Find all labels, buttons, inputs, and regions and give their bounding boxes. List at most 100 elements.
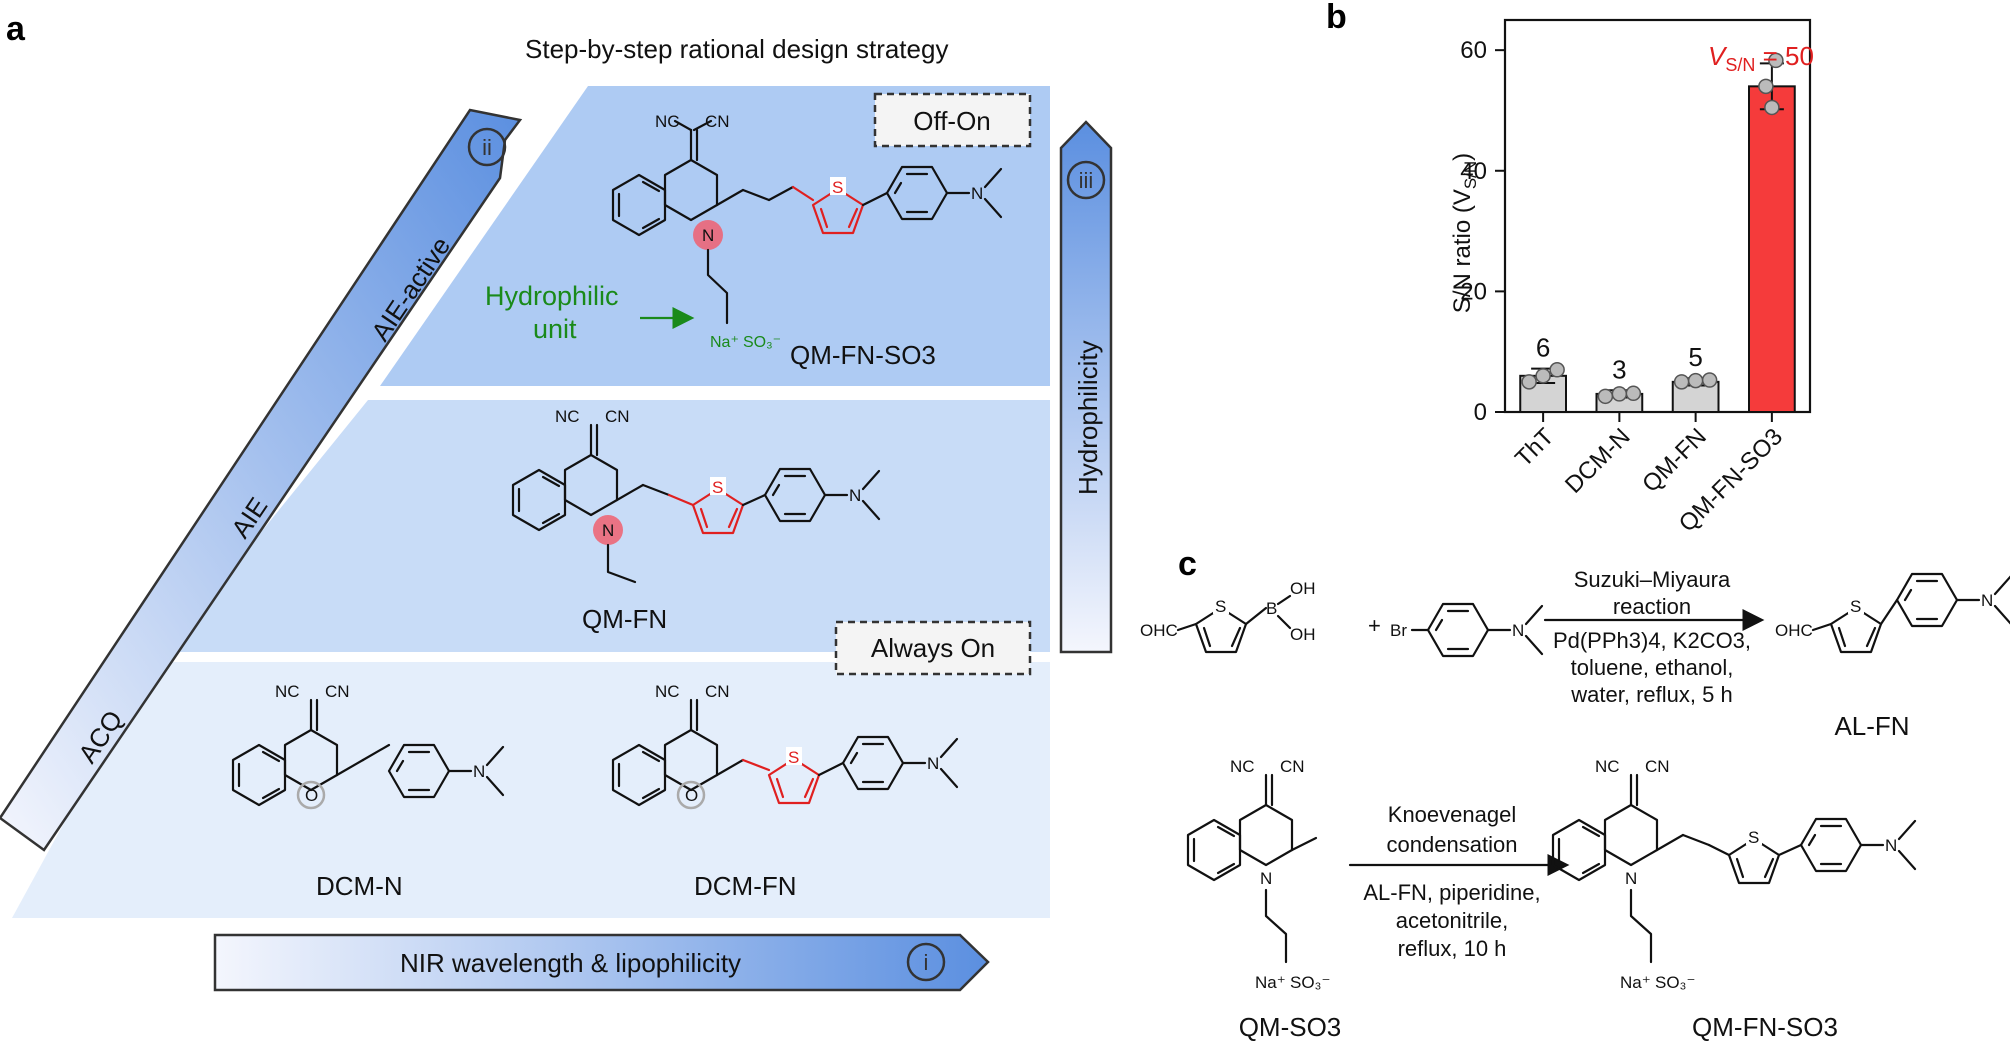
y-tick-label: 60 (1460, 37, 1487, 64)
structure-qm-fn-so3-product: NC CN N Na⁺ SO₃⁻ (1551, 757, 1917, 992)
bar-qm-fn-so3 (1748, 85, 1796, 413)
structure-dcm-n: O NC CN (231, 682, 505, 810)
rxn2-cond-bot-3: reflux, 10 h (1398, 936, 1507, 961)
data-point (1535, 368, 1551, 384)
structure-dcm-fn: O NC CN (611, 682, 959, 810)
data-label: 6 (1536, 333, 1550, 363)
data-label: 3 (1612, 354, 1626, 384)
arrow-aie-num: ii (482, 135, 492, 160)
rxn2-cond-bot-2: acetonitrile, (1396, 908, 1509, 933)
svg-text:CN: CN (705, 112, 730, 131)
arrow-hydro-num: iii (1079, 168, 1094, 193)
label-dcm-n: DCM-N (316, 871, 403, 901)
structure-qm-so3: NC CN N Na⁺ SO₃⁻ (1186, 757, 1330, 992)
rxn2-cond-bot-1: AL-FN, piperidine, (1363, 880, 1540, 905)
svg-text:Na⁺: Na⁺ (1620, 973, 1651, 992)
data-point (1687, 372, 1704, 389)
rxn2-cond-top-2: condensation (1387, 832, 1518, 857)
svg-text:NC: NC (655, 682, 680, 701)
chart-annotation: VS/N = 50 (1708, 41, 1814, 75)
svg-text:O: O (305, 786, 318, 805)
arrow-aie-num-circle (467, 127, 507, 167)
label-qm-fn-so3: QM-FN-SO3 (790, 340, 936, 370)
svg-text:CN: CN (1280, 757, 1305, 776)
arrow-aie (0, 108, 523, 852)
arrow-nir (213, 933, 990, 992)
x-tick-label: DCM-N (1560, 423, 1636, 499)
svg-text:SO₃⁻: SO₃⁻ (1290, 973, 1330, 992)
svg-text:NC: NC (1230, 757, 1255, 776)
panel-c-letter: c (1178, 545, 1197, 583)
arrow-nir-num-circle (906, 942, 946, 982)
data-label: 5 (1688, 342, 1702, 372)
svg-text:CN: CN (325, 682, 350, 701)
structure-qm-fn-so3: NC CN N Na⁺ SO₃⁻ (611, 112, 1003, 351)
svg-text:OH: OH (1290, 579, 1316, 598)
svg-text:Na⁺: Na⁺ (1255, 973, 1286, 992)
arrow-hydro-num-circle (1066, 160, 1106, 200)
chart-ylabel: S/N ratio (VS/N) (1449, 153, 1480, 313)
svg-text:B: B (1266, 599, 1277, 618)
svg-text:Br: Br (1390, 621, 1407, 640)
structure-bromo-dimethylaniline: Br (1390, 602, 1544, 658)
svg-text:OH: OH (1290, 625, 1316, 644)
svg-text:SO₃⁻: SO₃⁻ (1655, 973, 1695, 992)
rxn1-cond-bot-2: toluene, ethanol, (1571, 655, 1734, 680)
svg-text:NC: NC (555, 407, 580, 426)
hydrophilic-label-2: unit (533, 314, 577, 344)
data-point (1549, 362, 1565, 378)
svg-text:N: N (1625, 869, 1637, 888)
data-point (1768, 52, 1784, 69)
arrow-hydro-label: Hydrophilicity (1073, 340, 1103, 495)
badge-off-on-text: Off-On (913, 106, 991, 136)
panel-b-letter: b (1326, 0, 1347, 36)
svg-text:NC: NC (1595, 757, 1620, 776)
panel-a-title: Step-by-step rational design strategy (525, 34, 948, 64)
hydrophilic-label-1: Hydrophilic (485, 281, 619, 311)
svg-text:CN: CN (605, 407, 630, 426)
data-point (1673, 374, 1690, 390)
svg-text:N: N (702, 226, 714, 245)
rxn1-cond-top-1: Suzuki–Miyaura (1574, 567, 1731, 592)
svg-text:OHC: OHC (1775, 621, 1813, 640)
label-qm-fn: QM-FN (582, 604, 667, 634)
label-al-fn: AL-FN (1834, 711, 1909, 741)
plus-sign: + (1368, 613, 1381, 638)
data-point (1758, 78, 1774, 95)
data-point (1701, 372, 1718, 388)
badge-always-on (834, 620, 1032, 676)
arrow-hydrophilicity (1059, 120, 1113, 654)
svg-text:SO₃⁻: SO₃⁻ (743, 334, 781, 351)
svg-text:NC: NC (655, 112, 680, 131)
svg-text:NC: NC (275, 682, 300, 701)
data-point (1597, 388, 1614, 405)
svg-text:OHC: OHC (1140, 621, 1178, 640)
y-tick-label: 20 (1460, 278, 1487, 305)
svg-text:CN: CN (705, 682, 730, 701)
rxn1-cond-bot-3: water, reflux, 5 h (1570, 682, 1732, 707)
svg-text:N: N (1260, 869, 1272, 888)
badge-off-on (873, 92, 1032, 148)
y-tick-label: 40 (1460, 158, 1487, 185)
svg-text:N: N (602, 521, 614, 540)
rxn1-cond-top-2: reaction (1613, 594, 1691, 619)
badge-always-on-text: Always On (871, 633, 995, 663)
panel-a-letter: a (6, 10, 26, 48)
arrow-nir-label: NIR wavelength & lipophilicity (400, 948, 741, 978)
label-dcm-fn: DCM-FN (694, 871, 797, 901)
x-tick-label: QM-FN (1637, 423, 1712, 498)
structure-qm-fn: NC CN N (511, 407, 881, 584)
data-point (1611, 386, 1628, 402)
data-point (1521, 374, 1537, 390)
data-point (1625, 385, 1642, 402)
svg-text:O: O (685, 786, 698, 805)
rxn2-cond-top-1: Knoevenagel (1388, 802, 1516, 827)
structure-thiophene-boronic-acid: OHC B OH OH (1140, 579, 1316, 654)
chart-frame (1503, 18, 1812, 414)
x-tick-label: ThT (1510, 423, 1560, 473)
label-qm-so3: QM-SO3 (1239, 1012, 1342, 1042)
svg-text:Na⁺: Na⁺ (710, 334, 739, 351)
arrow-nir-num: i (924, 950, 929, 975)
